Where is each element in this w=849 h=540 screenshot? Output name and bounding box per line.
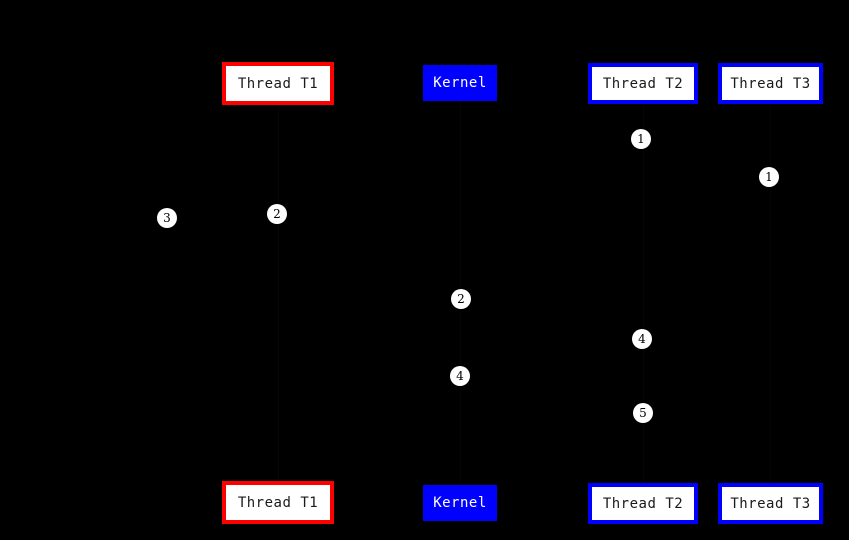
step-badge-4-kernel: 4 (450, 366, 470, 386)
step-badge-number: 1 (637, 132, 645, 146)
participant-box-kernel[interactable]: Kernel (423, 65, 497, 101)
participant-box-t3[interactable]: Thread T3 (718, 63, 823, 104)
step-badge-number: 2 (457, 292, 465, 306)
step-badge-2-kernel: 2 (451, 289, 471, 309)
participant-label: Thread T3 (730, 495, 811, 512)
lifeline-t3 (770, 104, 771, 483)
participant-label: Thread T3 (730, 75, 811, 92)
step-badge-3-left-of-t1: 3 (157, 208, 177, 228)
step-badge-2-t1: 2 (267, 204, 287, 224)
participant-box-t1b[interactable]: Thread T1 (222, 481, 334, 524)
step-badge-number: 5 (639, 406, 647, 420)
participant-box-t3b[interactable]: Thread T3 (718, 483, 823, 524)
step-badge-number: 3 (163, 211, 171, 225)
participant-box-t2b[interactable]: Thread T2 (588, 483, 698, 524)
step-badge-number: 1 (765, 170, 773, 184)
step-badge-4-t2: 4 (632, 329, 652, 349)
step-badge-number: 2 (273, 207, 281, 221)
step-badge-1-t3: 1 (759, 167, 779, 187)
participant-label: Kernel (433, 75, 487, 91)
participant-label: Thread T1 (237, 494, 319, 511)
step-badge-number: 4 (456, 369, 464, 383)
step-badge-number: 4 (638, 332, 646, 346)
participant-label: Thread T2 (602, 495, 684, 512)
participant-box-t1[interactable]: Thread T1 (222, 62, 334, 105)
participant-label: Thread T1 (237, 75, 319, 92)
participant-box-kernelb[interactable]: Kernel (423, 485, 497, 521)
step-badge-1-t2: 1 (631, 129, 651, 149)
participant-label: Kernel (433, 495, 487, 511)
participant-label: Thread T2 (602, 75, 684, 92)
step-badge-5-t2: 5 (633, 403, 653, 423)
lifeline-t1 (278, 105, 279, 481)
lifeline-t2 (643, 104, 644, 483)
participant-box-t2[interactable]: Thread T2 (588, 63, 698, 104)
